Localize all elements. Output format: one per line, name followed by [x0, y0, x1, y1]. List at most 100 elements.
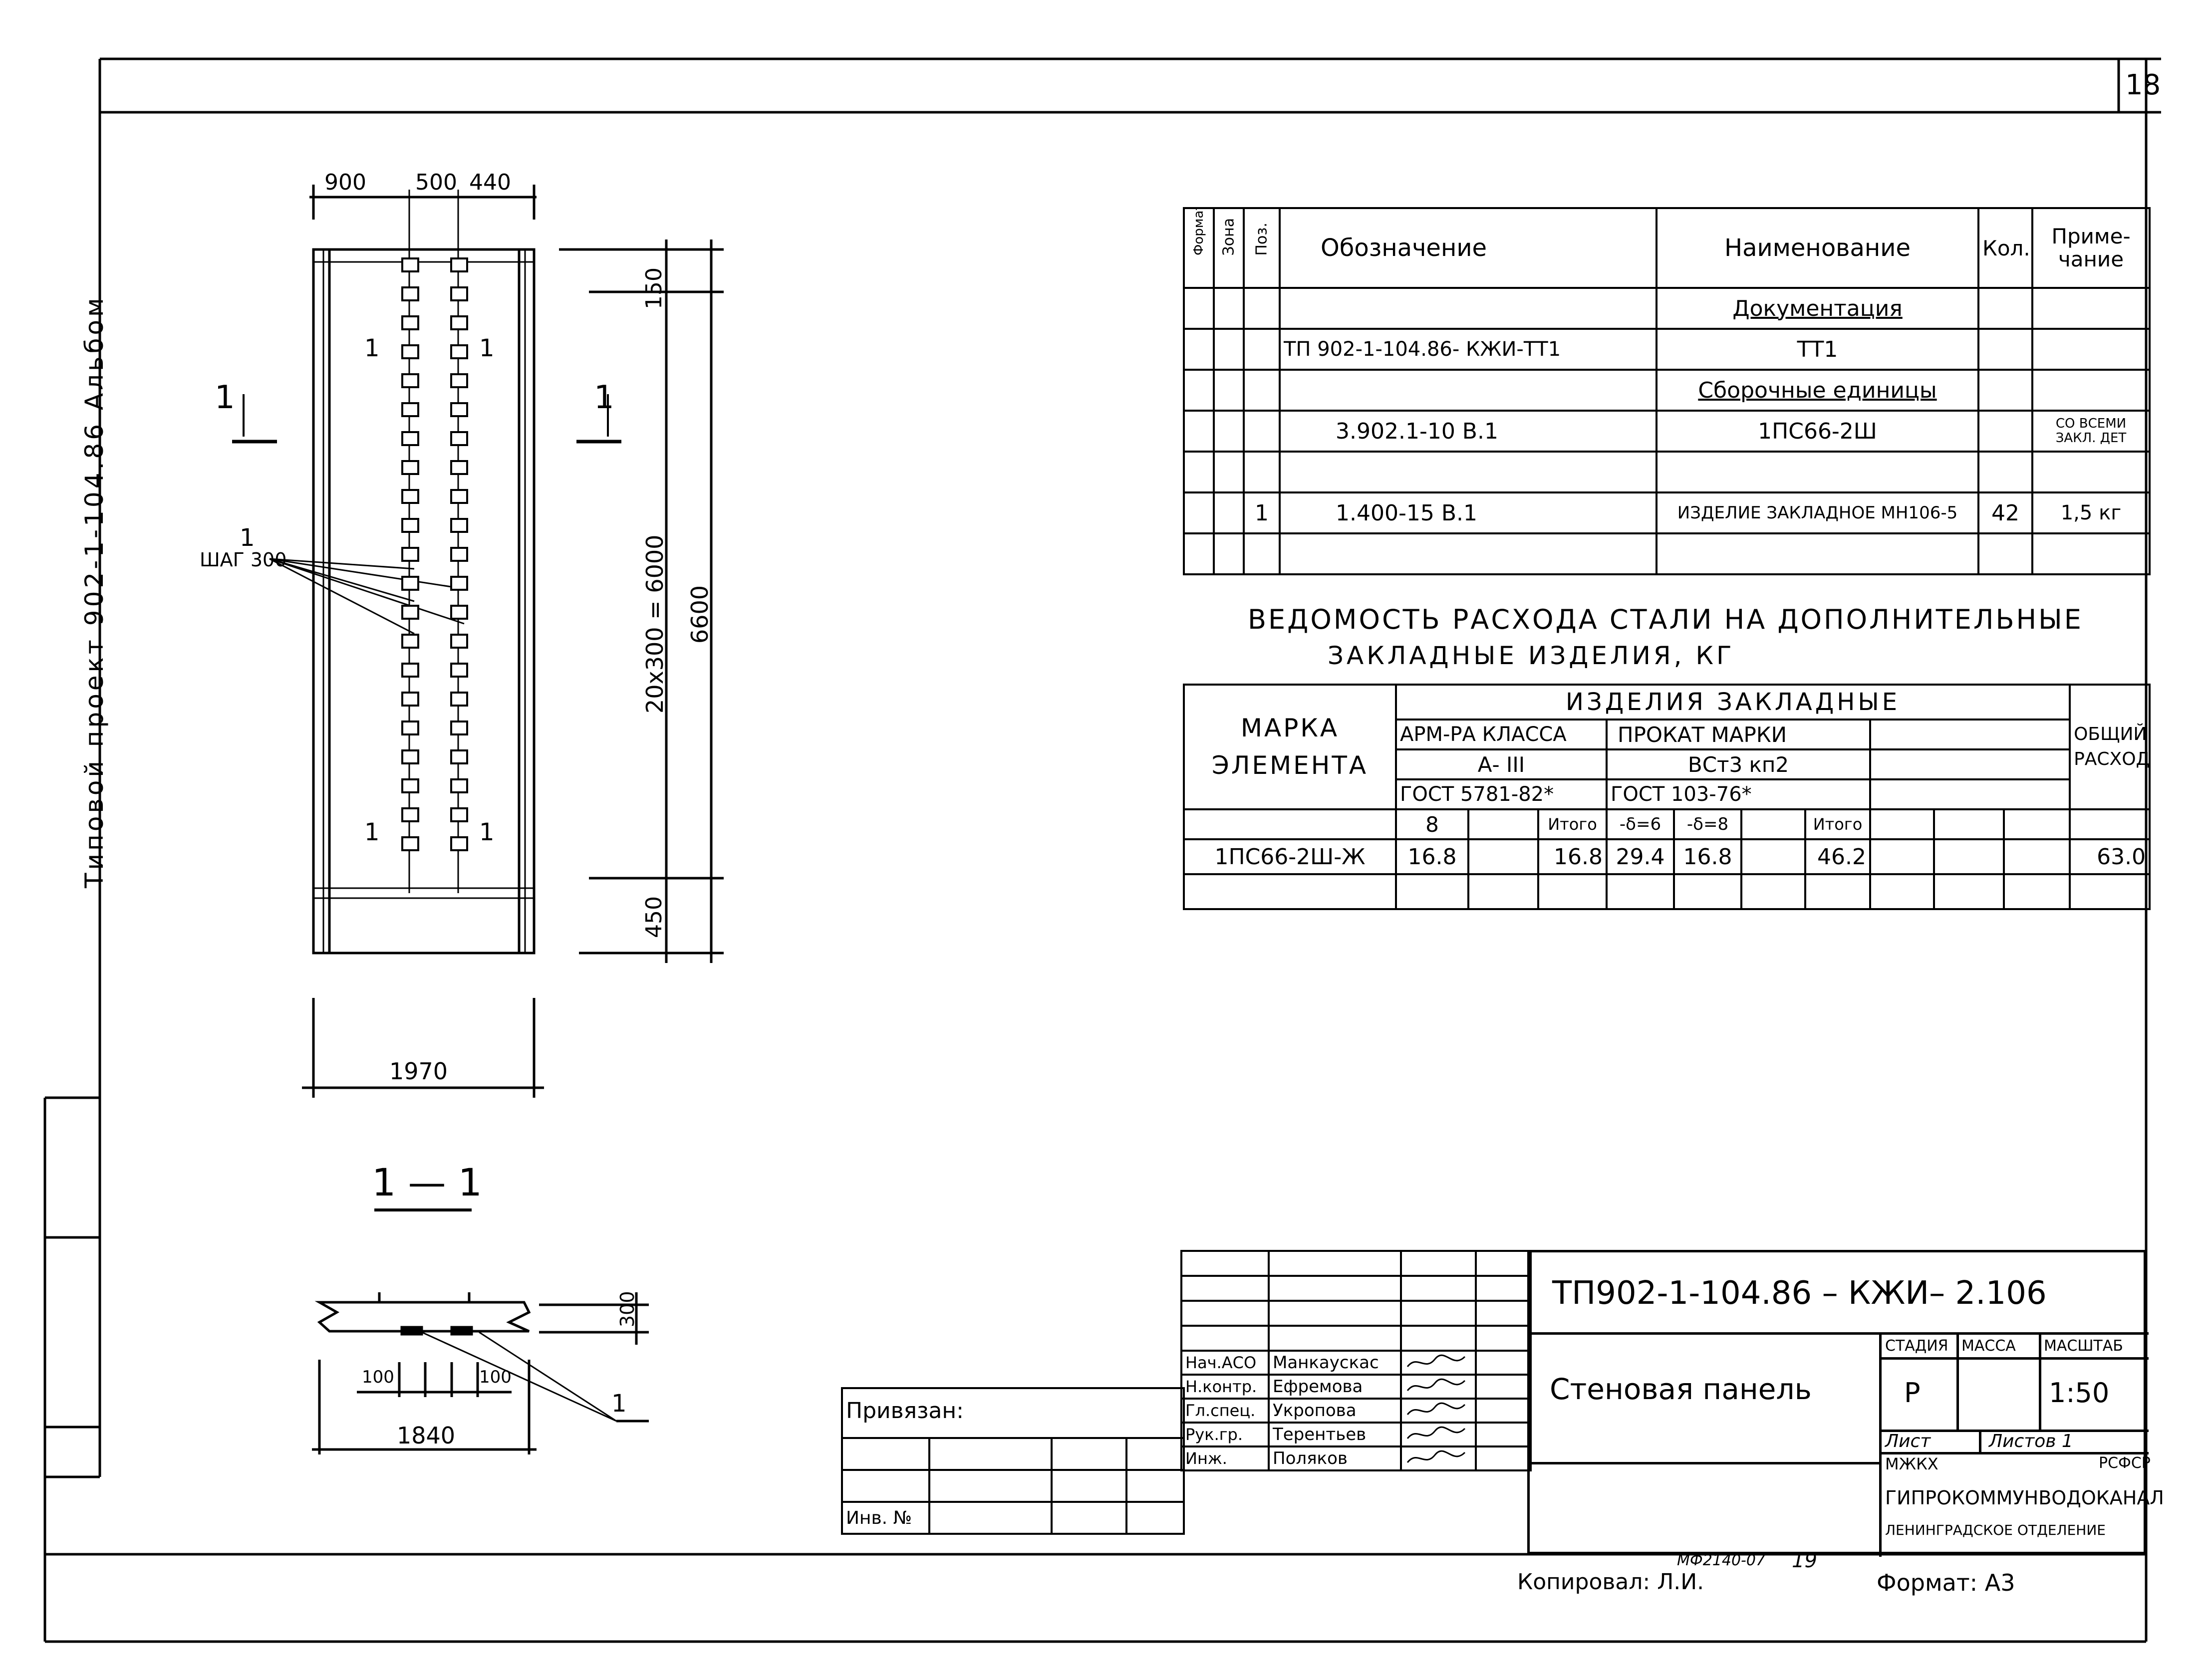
spec-header-row: Формат Зона Поз. Обозначение Наименовани…	[1183, 207, 2151, 289]
hdr-format: Формат	[1191, 208, 1206, 255]
spec-designation	[1279, 532, 1658, 575]
spec-qty	[1977, 451, 2033, 493]
section-callout: 1	[611, 1390, 627, 1418]
steel-itogo-1: 16.8	[1537, 838, 1608, 875]
org-name: ГИПРОКОММУНВОДОКАНАЛ	[1885, 1487, 2164, 1509]
sheet-label: Лист	[1885, 1431, 1931, 1451]
spec-note	[2031, 369, 2151, 412]
signer-name: Ефремова	[1268, 1374, 1402, 1400]
embedded-part	[450, 692, 468, 707]
dim-6600: 6600	[686, 585, 713, 644]
embedded-part	[401, 547, 419, 562]
spec-pos	[1243, 532, 1281, 575]
signature-mark	[1400, 1350, 1477, 1376]
hdr-qty: Кол.	[1977, 207, 2033, 289]
spec-qty	[1977, 369, 2033, 412]
spec-pos	[1243, 287, 1281, 330]
signer-role: Инж.	[1180, 1445, 1270, 1471]
signer-name: Поляков	[1268, 1445, 1402, 1471]
embedded-part	[450, 431, 468, 446]
hdr-zone: Зона	[1220, 218, 1238, 255]
signer-row: Гл.спец.Укропова	[1180, 1398, 1532, 1424]
dim-450: 450	[641, 896, 667, 938]
section-title: 1 — 1	[372, 1160, 483, 1204]
sheets-label: Листов 1	[1989, 1431, 2073, 1451]
embedded-part	[450, 749, 468, 764]
spec-note: СО ВСЕМИ ЗАКЛ. ДЕТ	[2031, 410, 2151, 453]
spec-note	[2031, 287, 2151, 330]
side-label: Типовой проект 902-1-104.86 Альбом	[80, 295, 109, 888]
spec-pos	[1243, 410, 1281, 453]
steel-data-row: 1ПС66-2Ш-Ж 16.8 16.8 29.4 16.8 46.2 63.0	[1183, 838, 2151, 875]
steel-title-1: ВЕДОМОСТЬ РАСХОДА СТАЛИ НА ДОПОЛНИТЕЛЬНЫ…	[1248, 604, 2083, 635]
org-rsfsr: РСФСР	[2099, 1454, 2151, 1472]
embedded-part	[401, 634, 419, 649]
steel-total: 63.0	[2069, 838, 2151, 875]
arm-grade: А- III	[1395, 748, 1608, 780]
steel-mark: 1ПС66-2Ш-Ж	[1183, 838, 1397, 875]
cut-mark-right: 1	[594, 379, 614, 416]
mass-header: МАССА	[1961, 1337, 2016, 1355]
embedded-part	[450, 836, 468, 851]
stamp-number: МФ2140-07	[1677, 1552, 1766, 1569]
embedded-part	[450, 576, 468, 591]
embedded-part	[401, 344, 419, 359]
section-dim-b: 100	[479, 1367, 512, 1387]
spec-note	[2031, 328, 2151, 371]
spec-name	[1656, 451, 1979, 493]
embedded-part	[450, 605, 468, 620]
steel-mark-header: МАРКА ЭЛЕМЕНТА	[1183, 684, 1397, 810]
prokat-header: ПРОКАТ МАРКИ	[1606, 719, 1871, 750]
embedded-part	[401, 807, 419, 822]
cut-small-4: 1	[479, 818, 495, 846]
embedded-part	[450, 315, 468, 330]
embedded-part	[450, 720, 468, 735]
embedded-part	[401, 663, 419, 678]
signature-mark	[1400, 1422, 1477, 1447]
section-width: 1840	[397, 1422, 456, 1449]
embedded-part	[401, 402, 419, 417]
sub-empty-2	[1740, 808, 1806, 840]
signer-role: Рук.гр.	[1180, 1422, 1270, 1447]
arm-gost: ГОСТ 5781-82*	[1395, 778, 1608, 810]
embedded-part	[450, 518, 468, 533]
spec-qty	[1977, 328, 2033, 371]
cut-mark-left: 1	[215, 379, 235, 416]
org-mzhkh: МЖКХ	[1885, 1454, 1938, 1473]
spec-name: ИЗДЕЛИЕ ЗАКЛАДНОЕ МН106-5	[1656, 491, 1979, 534]
sheet-number: 18	[2125, 69, 2161, 101]
spec-designation: 1.400-15 В.1	[1279, 491, 1658, 534]
embedded-part	[450, 489, 468, 504]
spec-table: Формат Зона Поз. Обозначение Наименовани…	[1183, 207, 2151, 575]
embedded-part	[401, 836, 419, 851]
embedded-part	[401, 286, 419, 301]
spec-name: Сборочные единицы	[1656, 369, 1979, 412]
embedded-part	[401, 576, 419, 591]
signature-mark	[1400, 1445, 1477, 1471]
embedded-part	[450, 373, 468, 388]
hdr-name: Наименование	[1656, 207, 1979, 289]
embedded-part	[450, 778, 468, 793]
hdr-note: Приме-чание	[2031, 207, 2151, 289]
embedded-part	[401, 720, 419, 735]
steel-v3	[1740, 838, 1806, 875]
embedded-part	[401, 605, 419, 620]
scale-header: МАСШТАБ	[2044, 1337, 2123, 1355]
embedded-part	[401, 257, 419, 272]
embedded-part	[450, 663, 468, 678]
spec-pos	[1243, 369, 1281, 412]
steel-d8: 16.8	[1673, 838, 1742, 875]
sub-itogo-1: Итого	[1537, 808, 1608, 840]
spec-pos: 1	[1243, 491, 1281, 534]
cut-small-3: 1	[364, 818, 380, 846]
embedded-part	[401, 489, 419, 504]
signature-mark	[1400, 1374, 1477, 1400]
signer-row: Инж.Поляков	[1180, 1445, 1532, 1471]
signer-name: Манкаускас	[1268, 1350, 1402, 1376]
panel-elevation	[232, 185, 724, 1098]
spec-designation: 3.902.1-10 В.1	[1279, 410, 1658, 453]
section-view	[312, 1208, 649, 1454]
